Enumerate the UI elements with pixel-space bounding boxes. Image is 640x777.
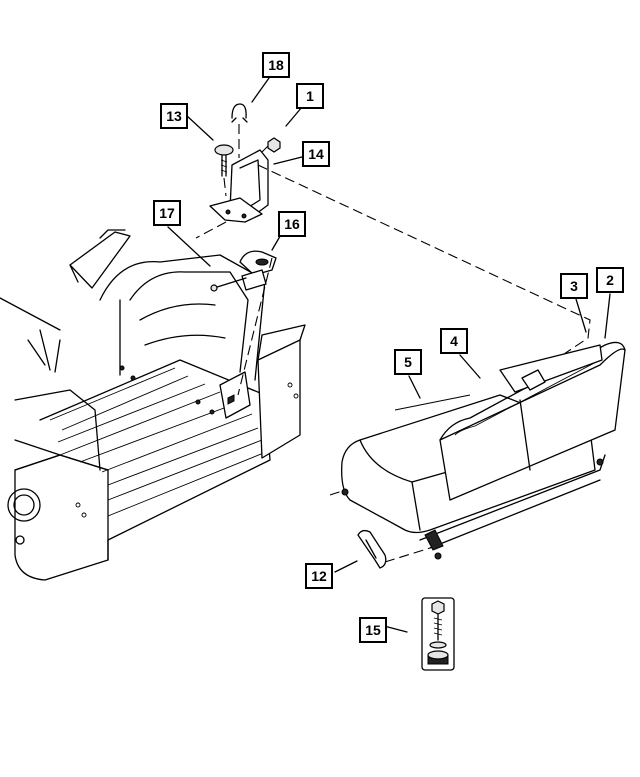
callout-3: 3 — [560, 273, 588, 299]
callout-5: 5 — [394, 349, 422, 375]
hinge-bracket-assembly — [195, 103, 281, 239]
assembly-line-bracket-to-seat — [257, 164, 591, 371]
callout-2: 2 — [596, 267, 624, 293]
rear-seat — [329, 341, 626, 560]
seat-latch — [210, 250, 277, 396]
callout-1: 1 — [296, 83, 324, 109]
leader-lines — [167, 77, 611, 633]
callout-18: 18 — [262, 52, 290, 78]
callout-14: 14 — [302, 141, 330, 167]
callout-13: 13 — [160, 103, 188, 129]
vehicle-cargo-area — [0, 229, 306, 581]
seat-strap — [357, 529, 431, 569]
callout-16: 16 — [278, 211, 306, 237]
callout-4: 4 — [440, 328, 468, 354]
callout-12: 12 — [305, 563, 333, 589]
hardware-kit — [421, 597, 455, 671]
callout-17: 17 — [153, 200, 181, 226]
callout-15: 15 — [359, 617, 387, 643]
